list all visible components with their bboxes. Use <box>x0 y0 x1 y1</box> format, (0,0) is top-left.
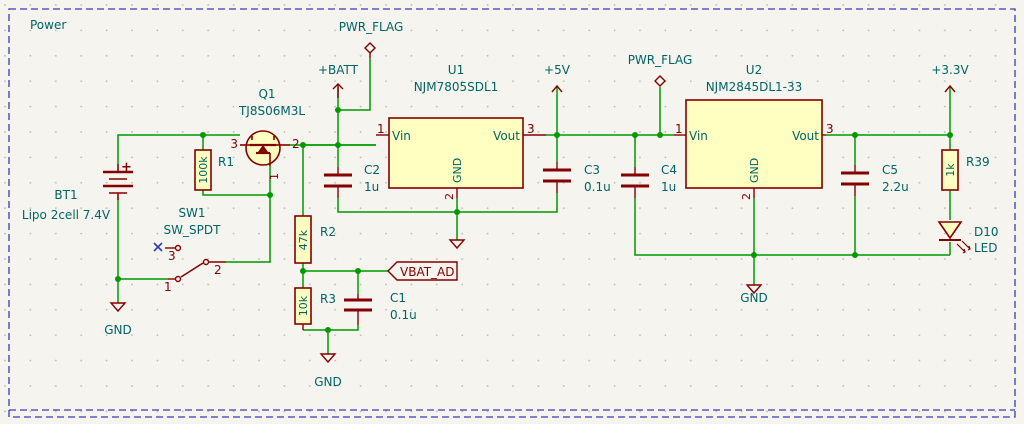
sw1-pin1: 1 <box>164 280 172 294</box>
resistor-r1[interactable]: 100k R1 <box>194 149 234 191</box>
u1-ref: U1 <box>448 63 464 77</box>
c5-value: 2.2u <box>882 180 909 194</box>
gnd-symbol-bt1[interactable]: GND <box>104 302 132 337</box>
c4-value: 1u <box>661 180 676 194</box>
q1-pin1: 1 <box>268 173 281 180</box>
battery-value: Lipo 2cell 7.4V <box>22 208 111 222</box>
pwr-flag-1-label: PWR_FLAG <box>339 20 404 34</box>
c2-value: 1u <box>364 180 379 194</box>
resistor-r2[interactable]: 47k R2 <box>294 215 336 264</box>
wires <box>117 58 951 354</box>
resistor-r3[interactable]: 10k R3 <box>294 287 336 330</box>
no-connect-icon <box>153 242 163 252</box>
c2-ref: C2 <box>364 163 380 177</box>
sw1-pin3: 3 <box>168 249 176 263</box>
3v3-label: +3.3V <box>931 63 969 77</box>
r1-ref: R1 <box>218 155 234 169</box>
battery-ref: BT1 <box>54 188 77 202</box>
capacitor-c5[interactable]: C5 2.2u <box>841 163 909 196</box>
u2-pin1: 1 <box>675 122 683 136</box>
r2-ref: R2 <box>320 225 336 239</box>
capacitor-c2[interactable]: C2 1u <box>324 163 380 198</box>
u2-gnd: GND <box>748 158 761 183</box>
capacitor-c4[interactable]: C4 1u <box>621 163 677 198</box>
led-d10[interactable]: D10 LED <box>937 221 999 255</box>
batt-label: +BATT <box>318 63 359 77</box>
sw1-pin2: 2 <box>214 263 222 277</box>
r2-value: 47k <box>297 229 310 250</box>
r3-value: 10k <box>297 295 310 316</box>
battery-plus-sign: + <box>121 160 132 175</box>
u1-gnd: GND <box>451 158 464 183</box>
mosfet-q1[interactable]: 3 2 1 Q1 TJ8S06M3L <box>230 87 305 180</box>
u1-vout: Vout <box>493 129 520 143</box>
u1-vin: Vin <box>392 129 411 143</box>
power-3v3[interactable]: +3.3V <box>931 63 969 93</box>
u2-vin: Vin <box>689 129 708 143</box>
gnd-symbol-u1[interactable] <box>448 239 466 250</box>
net-label-vbat-ad[interactable]: VBAT_AD <box>387 261 458 281</box>
q1-pin3: 3 <box>230 137 238 151</box>
regulator-u2[interactable]: Vin Vout GND 1 3 2 U2 NJM2845DL1-33 <box>674 63 834 200</box>
c1-value: 0.1u <box>390 308 417 322</box>
5v-label: +5V <box>544 63 571 77</box>
u2-vout: Vout <box>792 129 819 143</box>
q1-value: TJ8S06M3L <box>238 104 305 118</box>
u1-value: NJM7805SDL1 <box>414 80 499 94</box>
sw1-ref: SW1 <box>178 206 205 220</box>
sheet-frame <box>8 8 1016 418</box>
c3-value: 0.1u <box>584 180 611 194</box>
q1-ref: Q1 <box>258 87 275 101</box>
gnd-r3-label: GND <box>314 375 342 389</box>
r3-ref: R3 <box>320 292 336 306</box>
power-batt[interactable]: +BATT <box>318 63 359 98</box>
r1-value: 100k <box>197 156 210 184</box>
u1-pin1: 1 <box>377 122 385 136</box>
gnd-bt1-label: GND <box>104 323 132 337</box>
c3-ref: C3 <box>584 163 600 177</box>
switch-sw1[interactable]: 3 1 2 SW1 SW_SPDT <box>153 206 226 294</box>
d10-value: LED <box>974 241 998 255</box>
u2-ref: U2 <box>746 63 762 77</box>
c5-ref: C5 <box>882 163 898 177</box>
capacitor-c1[interactable]: C1 0.1u <box>344 291 417 325</box>
gnd-u2-label: GND <box>740 291 768 305</box>
sw1-value: SW_SPDT <box>164 223 222 237</box>
battery-bt1[interactable]: + BT1 Lipo 2cell 7.4V <box>22 160 133 222</box>
vbat-ad-label: VBAT_AD <box>400 265 455 279</box>
u2-value: NJM2845DL1-33 <box>706 80 803 94</box>
r39-ref: R39 <box>966 155 990 169</box>
u2-pin3: 3 <box>826 122 834 136</box>
c1-ref: C1 <box>390 291 406 305</box>
u2-pin2: 2 <box>740 193 753 200</box>
gnd-symbol-r3[interactable]: GND <box>314 353 342 389</box>
resistor-r39[interactable]: 1k R39 <box>941 149 990 191</box>
d10-ref: D10 <box>974 225 999 239</box>
sheet-title: Power <box>30 18 66 32</box>
pwr-flag-2-label: PWR_FLAG <box>628 53 693 67</box>
u1-pin3: 3 <box>527 122 535 136</box>
r39-value: 1k <box>944 163 957 177</box>
pwr-flag-2[interactable]: PWR_FLAG <box>628 53 693 87</box>
regulator-u1[interactable]: Vin Vout GND 1 3 2 U1 NJM7805SDL1 <box>376 63 546 200</box>
power-5v[interactable]: +5V <box>544 63 571 93</box>
gnd-symbol-u2[interactable]: GND <box>740 284 768 305</box>
pwr-flag-1[interactable]: PWR_FLAG <box>339 20 404 58</box>
u1-pin2: 2 <box>443 193 456 200</box>
q1-pin2: 2 <box>292 137 300 151</box>
c4-ref: C4 <box>661 163 677 177</box>
capacitor-c3[interactable]: C3 0.1u <box>543 162 611 194</box>
junctions <box>115 107 953 333</box>
